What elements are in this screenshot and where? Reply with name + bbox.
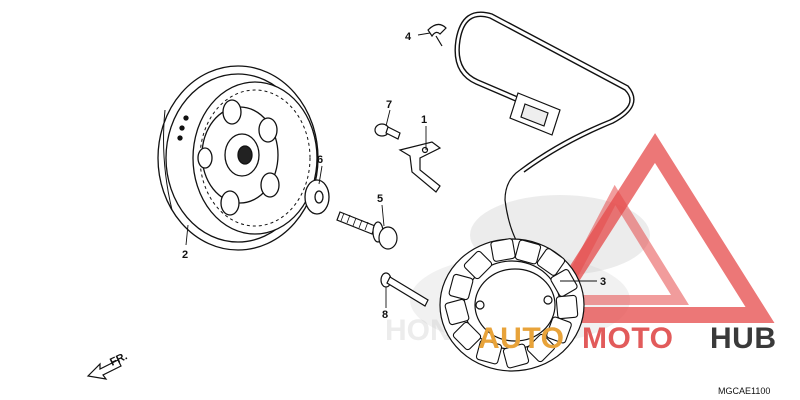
callout-8: 8	[382, 309, 388, 321]
arrow-icon	[86, 359, 122, 380]
long-bolt	[380, 272, 429, 307]
stator	[439, 238, 585, 372]
callout-2: 2	[182, 249, 188, 261]
front-direction-arrow: FR.	[86, 350, 129, 380]
front-arrow-label: FR.	[108, 350, 129, 368]
flywheel	[157, 65, 319, 251]
washer	[304, 179, 330, 215]
watermark-part3: HUB	[710, 322, 777, 355]
flange-bolt	[336, 211, 398, 250]
callout-3: 3	[600, 276, 606, 288]
callout-5: 5	[377, 193, 383, 205]
callout-6: 6	[317, 154, 323, 166]
callout-4: 4	[405, 31, 412, 43]
watermark-part1: AUTO	[478, 322, 564, 355]
small-bolt	[374, 123, 401, 140]
watermark-wordmark: AUTO MOTO HUB	[478, 322, 777, 355]
watermark-logo-triangle	[533, 133, 775, 323]
wire-connector	[509, 92, 561, 136]
bracket	[398, 141, 442, 193]
callout-7: 7	[386, 99, 392, 111]
callout-1: 1	[421, 114, 427, 126]
diagram-code: MGCAE1100	[718, 386, 770, 396]
leader-lines	[185, 32, 597, 308]
watermark-part2: MOTO	[582, 322, 673, 355]
clip	[427, 23, 447, 47]
